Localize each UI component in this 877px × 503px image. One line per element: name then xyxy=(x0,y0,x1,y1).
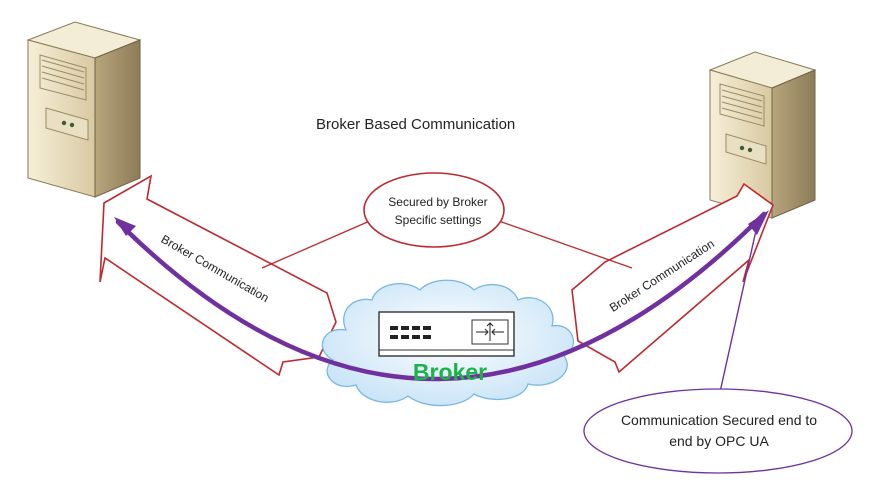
opcua-line-2: end by OPC UA xyxy=(669,433,769,449)
connector-line-left xyxy=(261,219,373,269)
right-broker-arrow xyxy=(571,182,774,374)
diagram-title: Broker Based Communication xyxy=(316,116,516,133)
right-server-icon xyxy=(708,51,817,219)
opcua-end-to-end-arc xyxy=(115,211,767,382)
connector-line-right xyxy=(495,219,633,269)
secured-by-broker-ellipse xyxy=(363,172,505,248)
broker-label: Broker xyxy=(412,359,488,385)
opcua-secured-text: Communication Secured end to end by OPC … xyxy=(588,410,850,452)
opcua-pointer-line xyxy=(719,225,758,393)
secured-by-broker-line-1: Secured by Broker xyxy=(388,195,488,209)
left-server-icon xyxy=(26,21,142,198)
secured-by-broker-line-2: Specific settings xyxy=(394,213,482,227)
secured-by-broker-text: Secured by Broker Specific settings xyxy=(368,193,508,229)
broker-device-icon xyxy=(378,311,515,357)
arc-head-right-icon xyxy=(748,210,769,235)
opcua-line-1: Communication Secured end to xyxy=(620,412,818,428)
arc-head-left-icon xyxy=(114,217,136,236)
opcua-ellipse xyxy=(583,388,853,474)
